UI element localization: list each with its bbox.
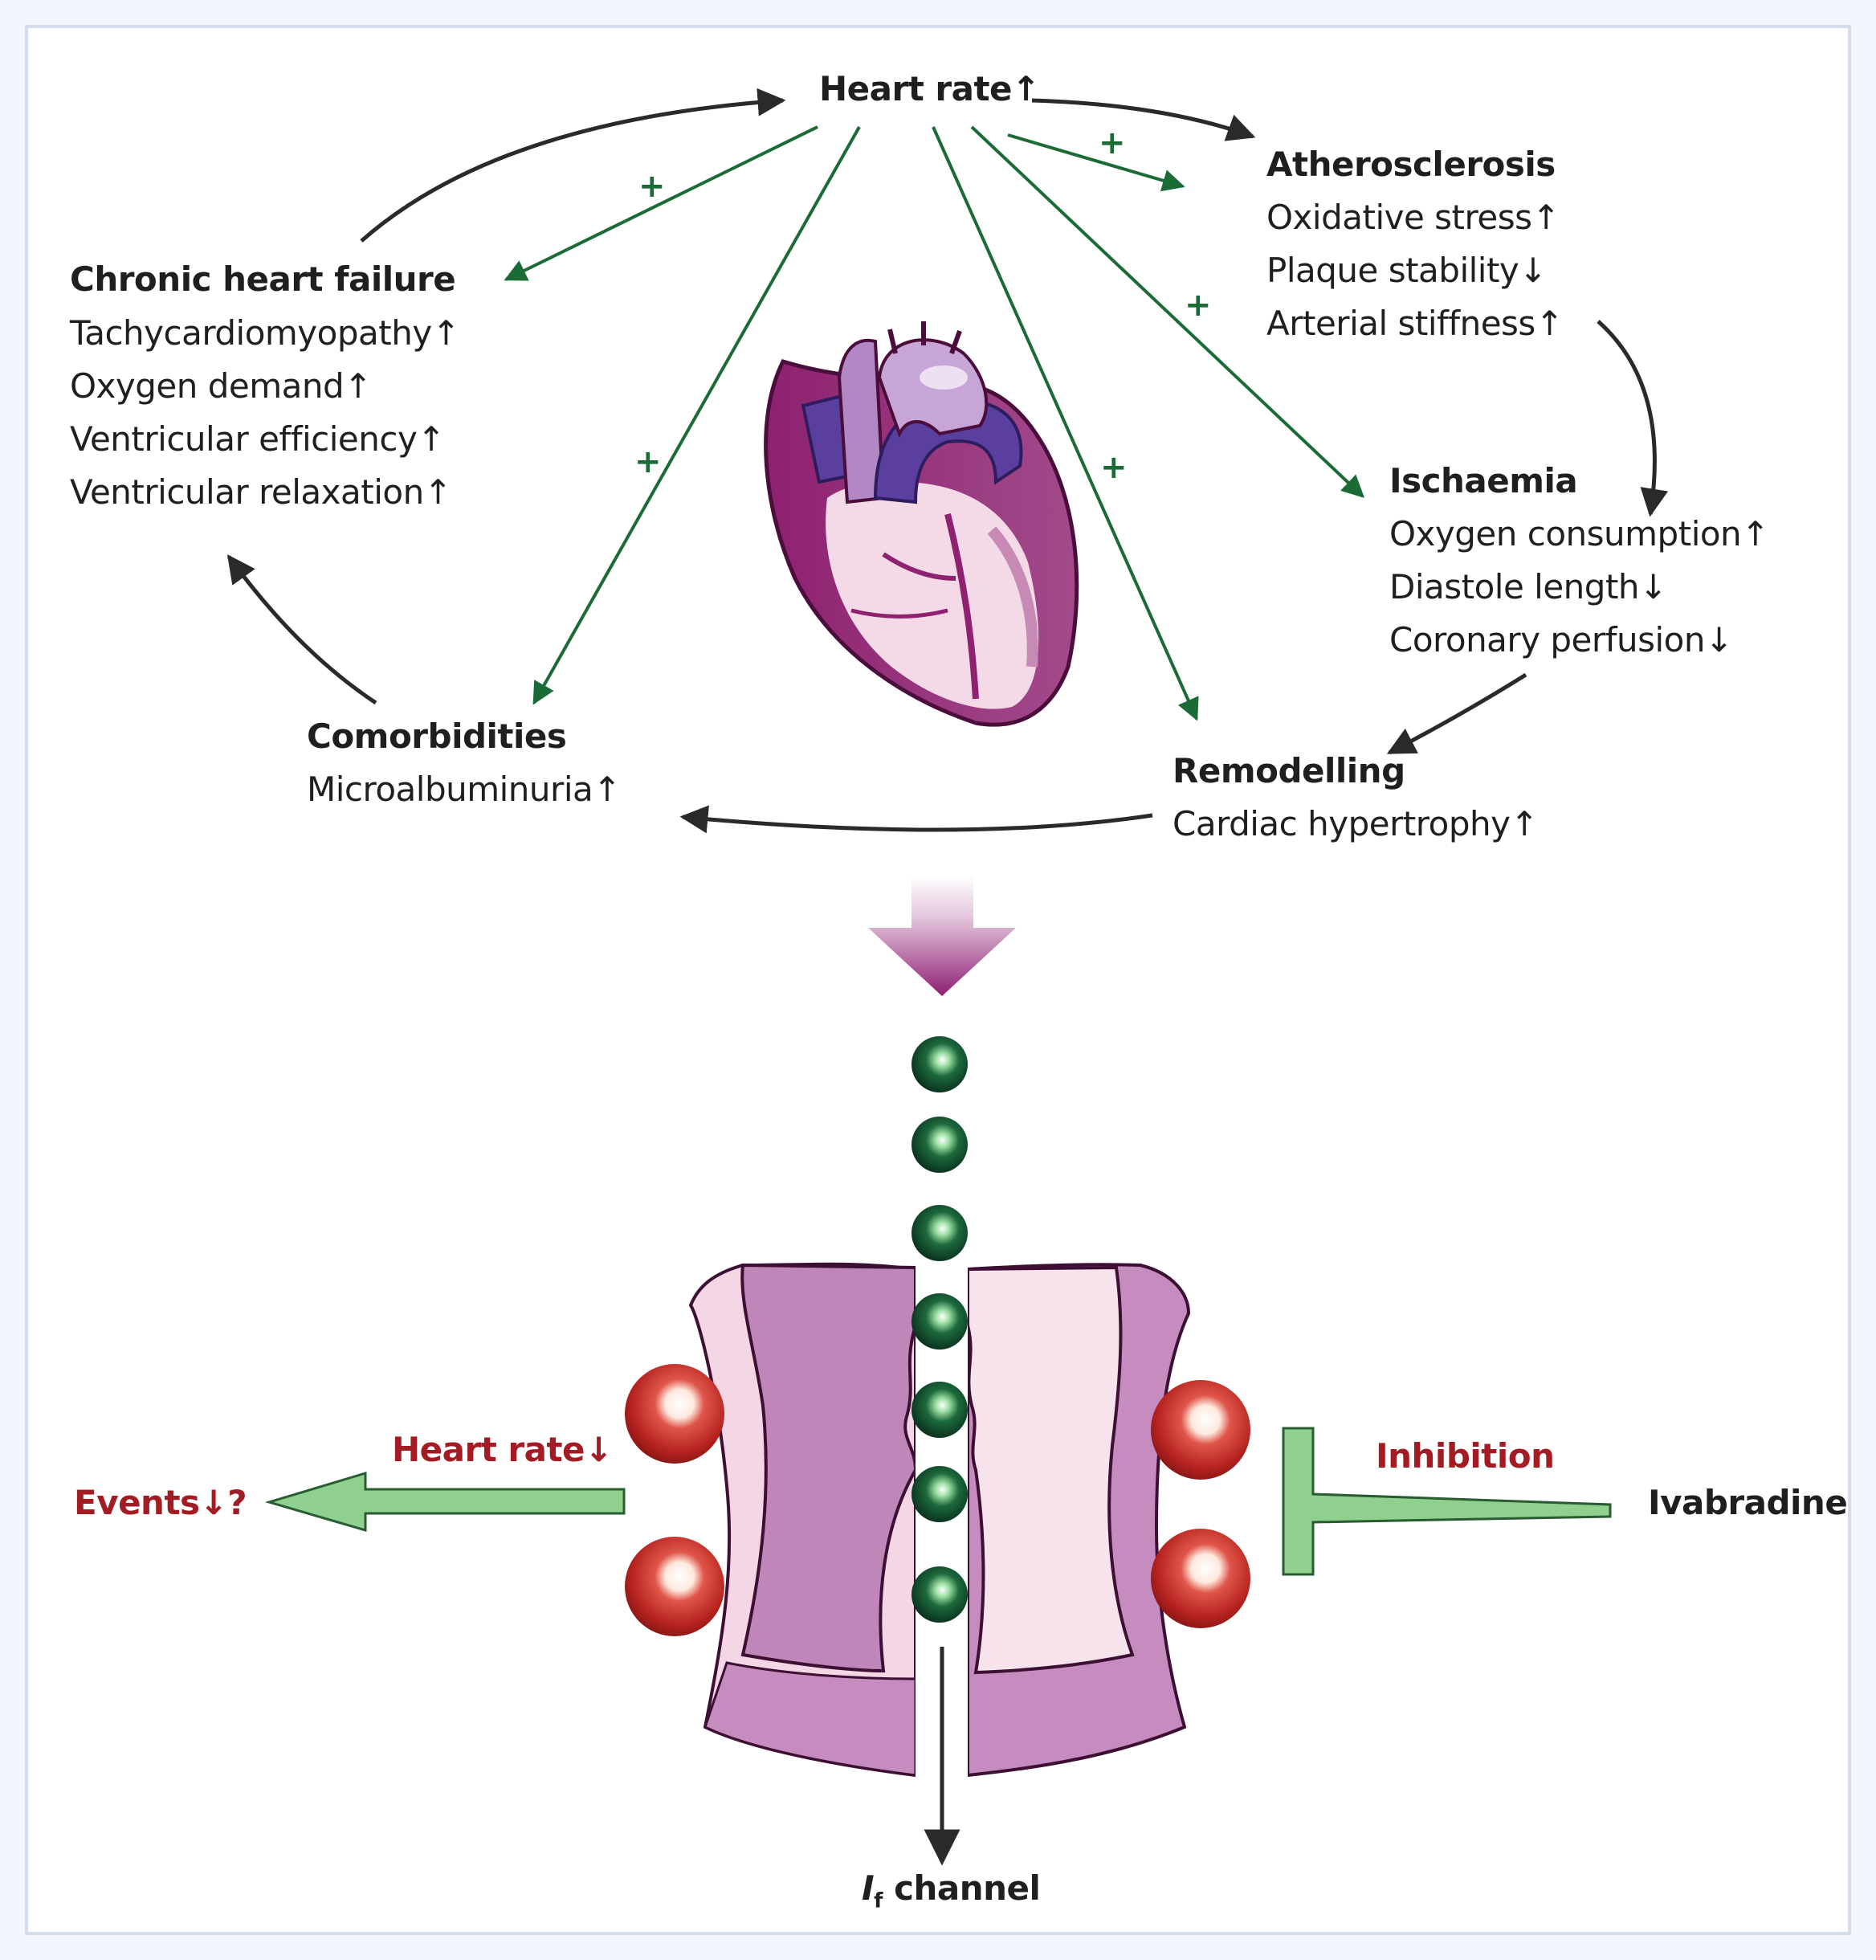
chf-item: Oxygen demand↑ xyxy=(70,366,372,406)
plus-sign: + xyxy=(634,443,662,480)
plus-sign: + xyxy=(1099,125,1126,161)
chf-title: Chronic heart failure xyxy=(70,259,456,299)
inhibition-bar xyxy=(1282,1427,1612,1576)
ivabradine-label: Ivabradine xyxy=(1648,1483,1848,1522)
ion xyxy=(911,1566,968,1623)
ischaemia-item: Coronary perfusion↓ xyxy=(1389,620,1733,659)
atherosclerosis-item: Plaque stability↓ xyxy=(1266,251,1547,290)
ischaemia-item: Diastole length↓ xyxy=(1389,567,1667,606)
arrow-hr-to-ischaemia xyxy=(970,125,1365,498)
heart-rate-title: Heart rate↑ xyxy=(819,69,1040,108)
arrow-atherosclerosis-to-ischaemia xyxy=(1597,320,1669,517)
down-arrow-icon xyxy=(868,876,1016,996)
arrow-heart-rate-to-atherosclerosis xyxy=(1031,98,1256,141)
arrow-remodelling-to-comorbidities xyxy=(679,805,1153,834)
channel-left-lower xyxy=(704,1661,917,1777)
chf-item: Tachycardiomyopathy↑ xyxy=(70,313,460,353)
red-sphere xyxy=(625,1364,724,1464)
heart-illustration xyxy=(764,321,1079,727)
arrow-hr-to-comorbidities xyxy=(532,126,861,705)
if-channel-label: If channel xyxy=(862,1862,1041,1927)
channel-left-inner xyxy=(740,1263,918,1673)
plus-sign: + xyxy=(1185,287,1212,324)
red-spheres xyxy=(625,1364,1250,1636)
channel-right-inner xyxy=(966,1265,1135,1675)
ion xyxy=(911,1036,968,1092)
red-sphere xyxy=(625,1537,724,1636)
ion xyxy=(911,1117,968,1173)
arrow-chf-to-heart-rate xyxy=(360,88,786,243)
arrow-hr-to-chf xyxy=(504,125,818,281)
atherosclerosis-item: Arterial stiffness↑ xyxy=(1266,304,1564,343)
ischaemia-title: Ischaemia xyxy=(1389,461,1578,500)
remodelling-title: Remodelling xyxy=(1172,751,1405,790)
if-subscript: f xyxy=(874,1889,883,1913)
red-sphere xyxy=(1151,1529,1250,1628)
cycle-arrows xyxy=(226,88,1669,834)
atherosclerosis-title: Atherosclerosis xyxy=(1266,145,1556,184)
chf-item: Ventricular efficiency↑ xyxy=(70,419,446,459)
events-arrow xyxy=(264,1471,626,1532)
ion xyxy=(911,1466,968,1522)
arrow-hr-to-remodelling xyxy=(932,126,1199,721)
arrow-comorbidities-to-chf xyxy=(226,554,377,705)
arrow-ischaemia-to-remodelling xyxy=(1386,672,1527,755)
positive-arrows xyxy=(504,125,1365,721)
channel-word: channel xyxy=(882,1868,1041,1908)
inhibition-label: Inhibition xyxy=(1376,1436,1555,1476)
chf-item: Ventricular relaxation↑ xyxy=(70,472,452,512)
red-sphere xyxy=(1151,1380,1250,1480)
ion xyxy=(911,1205,968,1261)
if-symbol: I xyxy=(862,1868,875,1908)
plus-sign: + xyxy=(638,168,666,205)
if-channel-illustration xyxy=(625,1036,1250,1866)
plus-sign: + xyxy=(1100,449,1128,486)
comorbidities-item: Microalbuminuria↑ xyxy=(307,770,621,809)
ion-column xyxy=(911,1036,968,1623)
atherosclerosis-item: Oxidative stress↑ xyxy=(1266,198,1560,237)
ion xyxy=(911,1382,968,1438)
arrow-hr-to-atherosclerosis xyxy=(1007,133,1185,192)
events-label: Events↓? xyxy=(74,1483,247,1522)
remodelling-item: Cardiac hypertrophy↑ xyxy=(1172,804,1539,843)
comorbidities-title: Comorbidities xyxy=(307,717,567,756)
heart-rate-down-label: Heart rate↓ xyxy=(392,1430,613,1469)
ion xyxy=(911,1293,968,1350)
ischaemia-item: Oxygen consumption↑ xyxy=(1389,514,1769,553)
